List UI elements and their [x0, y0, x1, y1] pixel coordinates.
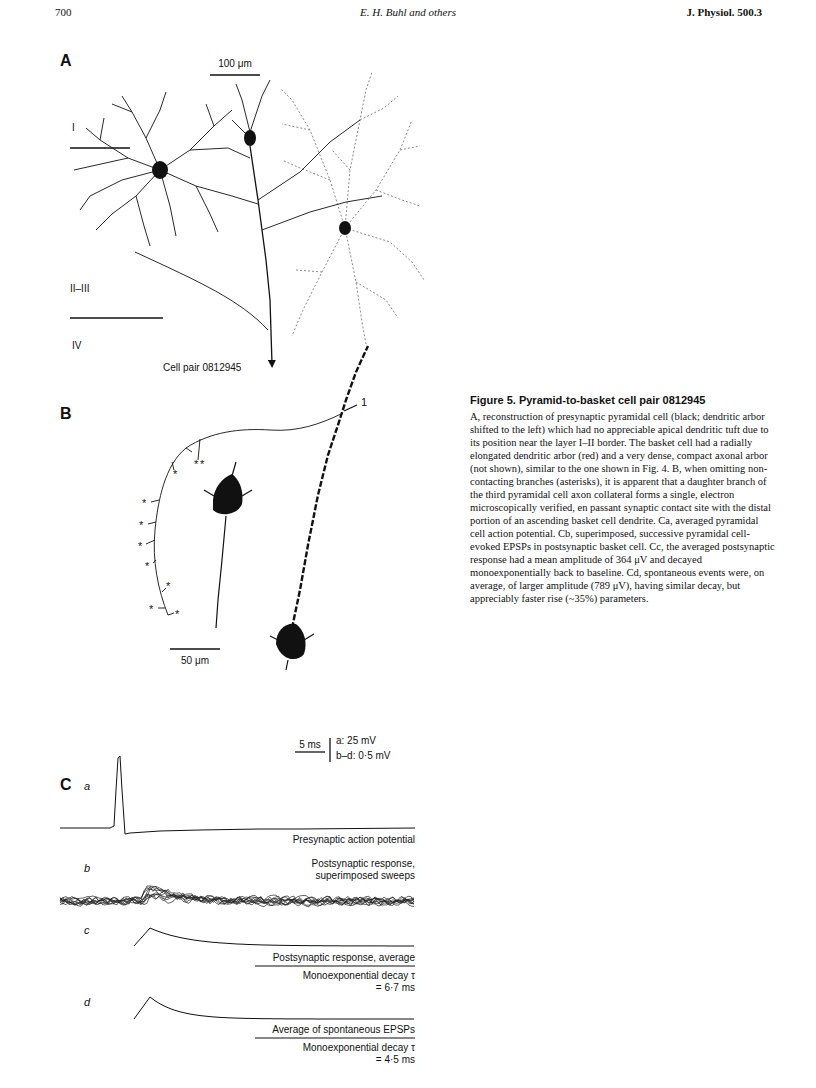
scale-bar [295, 751, 325, 752]
subpanel-letter: a [84, 780, 90, 793]
layer-label: IV [72, 340, 81, 352]
epsp-sweep [60, 893, 414, 907]
trace-label: Postsynaptic response, average [273, 952, 415, 964]
asterisk-mark: * [139, 519, 143, 532]
asterisk-mark: * [142, 497, 146, 510]
trace-label: Monoexponential decay τ = 6·7 ms [297, 970, 415, 993]
scale-bar [170, 648, 220, 650]
epsp-sweep [60, 894, 414, 906]
layer-boundary [70, 317, 163, 318]
asterisk-mark: * [145, 560, 149, 573]
running-head: E. H. Buhl and others [360, 6, 456, 19]
asterisk-mark: * [194, 458, 198, 471]
soma-processes [270, 634, 314, 670]
basket-dendrite [292, 346, 368, 628]
action-potential-trace [60, 756, 415, 834]
axon-twigs [146, 439, 200, 615]
trace-label: Average of spontaneous EPSPs [272, 1024, 415, 1036]
asterisk-mark: * [138, 540, 142, 553]
basket-soma [276, 624, 306, 659]
trace-label: Postsynaptic response, superimposed swee… [265, 858, 415, 881]
layer-boundary [70, 147, 130, 148]
pyramidal-dendrites [74, 92, 258, 246]
asterisk-mark: * [173, 468, 177, 481]
page-number: 700 [55, 6, 72, 19]
soma-processes [204, 462, 252, 628]
spontaneous-epsp-trace [134, 997, 414, 1019]
average-epsp-trace [134, 928, 414, 946]
subpanel-letter: b [84, 862, 90, 875]
asterisk-mark: * [200, 458, 204, 471]
panel-letter: B [60, 405, 72, 423]
epsp-sweep [60, 887, 414, 904]
asterisk-mark: * [166, 580, 170, 593]
cell-pair-label: Cell pair 0812945 [163, 362, 241, 374]
trace-label: Monoexponential decay τ = 4·5 ms [297, 1042, 415, 1065]
layer-label: II–III [70, 283, 89, 295]
scale-label: b–d: 0·5 mV [336, 750, 390, 762]
scale-label: 5 ms [299, 739, 321, 751]
subpanel-letter: c [84, 924, 90, 937]
trace-label: Presynaptic action potential [293, 834, 415, 846]
epsp-sweep [60, 886, 414, 907]
pyramidal-soma [152, 161, 168, 179]
journal-reference: J. Physiol. 500.3 [687, 6, 762, 19]
figure-title: Figure 5. Pyramid-to-basket cell pair 08… [470, 393, 710, 407]
axon-arrow [250, 146, 272, 364]
asterisk-mark: * [149, 603, 153, 616]
epsp-sweep [60, 894, 414, 906]
scale-label: 100 μm [218, 58, 252, 70]
subpanel-letter: d [84, 996, 90, 1009]
scale-bar [329, 738, 330, 762]
pyramidal-soma [244, 130, 256, 146]
baseline-rule [255, 966, 415, 967]
layer-label: I [72, 122, 75, 134]
panel-letter: A [60, 52, 72, 70]
scale-label: a: 25 mV [336, 735, 376, 747]
pyramidal-soma [213, 474, 243, 514]
leader-line [344, 405, 357, 411]
scale-bar [210, 74, 260, 76]
scale-label: 50 μm [181, 655, 209, 667]
epsp-sweeps [60, 886, 414, 907]
epsp-sweep [60, 887, 414, 907]
asterisk-mark: * [175, 608, 179, 621]
epsp-sweep [60, 889, 414, 905]
figure-caption: A, reconstruction of presynaptic pyramid… [470, 410, 775, 605]
basket-dendrites [280, 72, 424, 344]
panel-letter: C [60, 776, 72, 794]
callout-number: 1 [361, 396, 367, 409]
baseline-rule [255, 1038, 415, 1039]
basket-soma [339, 221, 351, 235]
epsp-sweep [60, 886, 414, 905]
